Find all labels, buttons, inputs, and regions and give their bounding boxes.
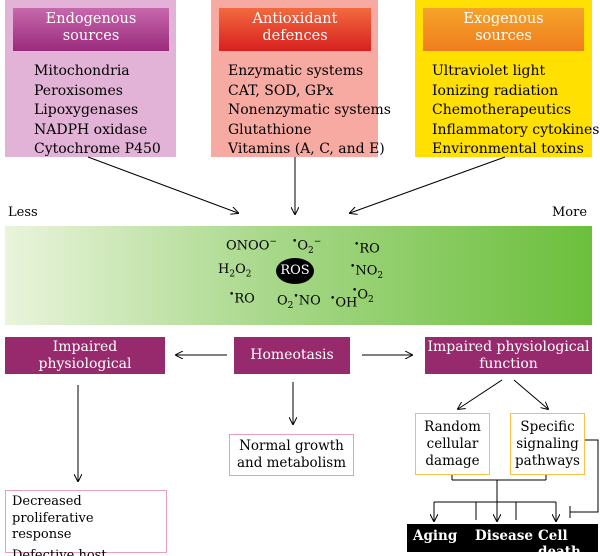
random-line3: damage [425,453,480,469]
specific-pathways-box: Specific signaling pathways [510,413,585,475]
specific-line2: signaling [516,436,579,452]
list-item: NADPH oxidase [34,121,148,138]
molecule-superoxide: •O2− [292,237,322,256]
list-item: Nonenzymatic systems [228,102,391,119]
ros-center-label: ROS [280,263,310,278]
list-item: Lipoxygenases [34,102,139,119]
antioxidant-title-line2: defences [262,28,328,44]
molecule-onoo: ONOO− [226,237,277,254]
endogenous-sources-list: Mitochondria Peroxisomes Lipoxygenases N… [34,62,161,160]
random-line1: Random [424,419,481,435]
list-item: Glutathione [228,121,312,138]
molecule-h2o2: H2O2 [218,262,252,280]
homeostasis-box: Homeotasis [234,337,350,374]
more-label: More [552,205,588,220]
arrow-endogenous-to-ros [87,156,238,213]
less-label: Less [8,205,38,220]
molecule-o2-no: O2•NO [277,292,321,311]
random-line2: cellular [426,436,479,452]
exogenous-sources-header: Exogenous sources [423,8,584,51]
antioxidant-defences-header: Antioxidant defences [219,8,371,51]
exogenous-title-line2: sources [475,28,532,44]
list-item: CAT, SOD, GPx [228,82,334,99]
list-item: Peroxisomes [34,82,123,99]
right-impaired-line2: function [479,356,538,372]
outcome-cell-death: Cell death [538,528,581,556]
molecule-oxygen: •O2 [352,286,374,305]
list-item: Inflammatory cytokines [432,121,600,138]
connector-merge [451,475,547,490]
exogenous-title-line1: Exogenous [463,11,544,27]
list-item: Chemotherapeutics [432,102,572,119]
left-impaired-line2: function [55,373,115,389]
arrow-right-to-random [458,379,503,409]
arrow-right-to-specific [513,379,548,409]
antioxidant-title-line1: Antioxidant [252,11,338,27]
molecule-ro-top: •RO [354,240,380,257]
list-item: Ultraviolet light [432,63,546,79]
endogenous-sources-header: Endogenous sources [13,8,169,51]
endogenous-title-line1: Endogenous [45,11,137,27]
exogenous-sources-list: Ultraviolet light Ionizing radiation Che… [432,62,600,160]
decreased-response-box: Decreased proliferative response Defecti… [5,490,167,556]
list-item: Environmental toxins [432,141,584,158]
left-impaired-line1: Impaired physiological [38,339,132,372]
connector-specific-to-celldeath [570,439,599,513]
left-impaired-function-box: Impaired physiological function [5,337,165,389]
right-impaired-line1: Impaired physiological [427,339,590,355]
decreased-line2: response [12,527,72,542]
connector-inhibit [433,490,557,520]
normal-growth-box: Normal growth and metabolism [229,434,354,476]
molecule-ro-bottom: •RO [229,290,255,307]
endogenous-title-line2: sources [62,28,120,44]
list-item: Cytochrome P450 [34,141,161,158]
outcome-aging: Aging [413,528,458,544]
normal-growth-line2: and metabolism [236,455,347,471]
normal-growth-line1: Normal growth [239,438,344,454]
molecule-no2: •NO2 [350,262,384,281]
homeostasis-label: Homeotasis [250,347,334,363]
random-damage-box: Random cellular damage [415,413,490,475]
list-item: Vitamins (A, C, and E) [228,141,385,158]
list-item: Ionizing radiation [432,82,559,99]
list-item: Enzymatic systems [228,63,364,79]
outcome-disease: Disease [475,528,533,544]
arrow-exogenous-to-ros [350,156,506,213]
antioxidant-defences-list: Enzymatic systems CAT, SOD, GPx Nonenzym… [228,62,391,160]
decreased-line1: Decreased proliferative [12,494,94,526]
outcomes-bar: Aging Disease Cell death [407,524,598,556]
specific-line1: Specific [520,419,575,435]
molecule-hydroxyl: •OH [330,294,358,311]
ros-center-oval: ROS [276,258,314,284]
decreased-line3: Defective host defences [12,547,107,556]
specific-line3: pathways [515,453,580,469]
right-impaired-function-box: Impaired physiological function [425,337,592,374]
list-item: Mitochondria [34,63,130,79]
